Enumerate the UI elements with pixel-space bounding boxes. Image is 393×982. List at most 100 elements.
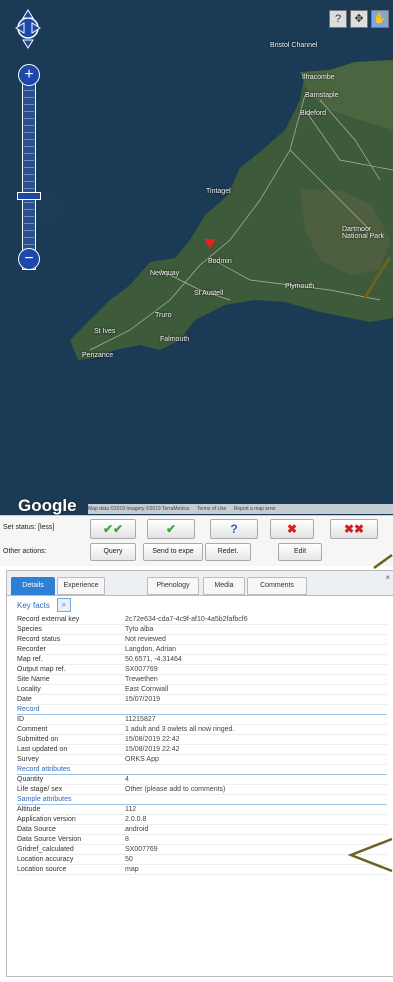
tab-details[interactable]: Details (11, 577, 55, 595)
fact-key: Application version (17, 814, 125, 825)
fact-key: Life stage/ sex (17, 784, 125, 795)
navigate-icon[interactable]: ✥ (350, 10, 368, 28)
place-label: Tintagel (206, 188, 231, 195)
fact-key: Species (17, 624, 125, 635)
section-heading-label: Record (17, 704, 387, 715)
zoom-tick (24, 202, 34, 203)
fact-key: Date (17, 694, 125, 705)
zoom-tick (24, 146, 34, 147)
zoom-tick (24, 160, 34, 161)
key-facts-search-icon[interactable]: ⌕ (57, 598, 71, 612)
fact-key: Altitude (17, 804, 125, 815)
fact-key: Record status (17, 634, 125, 645)
google-logo: Google (18, 496, 77, 515)
place-label: Plymouth (285, 283, 315, 290)
tab-media[interactable]: Media (203, 577, 245, 595)
zoom-tick (24, 174, 34, 175)
zoom-tick (24, 125, 34, 126)
fact-value: ORKS App (125, 754, 387, 765)
fact-value: Not reviewed (125, 634, 387, 645)
close-icon[interactable]: × (385, 573, 390, 582)
set-status-toggle[interactable]: [less] (38, 524, 55, 531)
zoom-tick (24, 216, 34, 217)
zoom-slider-handle[interactable] (17, 192, 41, 200)
place-label: Ilfracombe (302, 74, 335, 81)
place-label: Falmouth (160, 336, 190, 343)
place-label: Dartmoor National Park (342, 226, 385, 240)
map-toolbar: ? ✥ ✋ (329, 10, 389, 28)
terms-of-use-link[interactable]: Terms of Use (196, 506, 227, 512)
zoom-slider[interactable] (22, 68, 36, 270)
fact-key: Map ref. (17, 654, 125, 665)
tab-phenology[interactable]: Phenology (147, 577, 199, 595)
zoom-tick (24, 230, 34, 231)
tab-comments[interactable]: Comments (247, 577, 307, 595)
map-zoom-control: + − (14, 8, 42, 270)
zoom-tick (24, 132, 34, 133)
set-status-row: Set status: [less] ✔✔✔?✖✖✖ (0, 518, 393, 540)
tab-experience[interactable]: Experience (57, 577, 105, 595)
fact-value: East Cornwall (125, 684, 387, 695)
reject-button[interactable]: ✖ (270, 519, 314, 539)
zoom-tick (24, 104, 34, 105)
accept-all-button[interactable]: ✔✔ (90, 519, 136, 539)
send-to-expert-button[interactable]: Send to expe (143, 543, 203, 561)
query-button[interactable]: Query (90, 543, 136, 561)
plausible-button[interactable]: ? (210, 519, 258, 539)
fact-value: Tyto alba (125, 624, 387, 635)
place-label: Barnstaple (305, 92, 339, 99)
pan-control-icon[interactable] (14, 8, 42, 54)
fact-value: 15/08/2019 22:42 (125, 734, 387, 745)
fact-key: Gridref_calculated (17, 844, 125, 855)
fact-key: Output map ref. (17, 664, 125, 675)
fact-key: Record external key (17, 615, 125, 625)
attribution-data: Map data ©2019 Imagery ©2019 TerraMetric… (88, 506, 190, 512)
zoom-tick (24, 209, 34, 210)
fact-value: 1 adult and 3 owlets all now ringed. (125, 724, 387, 735)
zoom-tick (24, 118, 34, 119)
place-label: Newquay (150, 270, 180, 277)
fact-key: Data Source Version (17, 834, 125, 845)
fact-key: Location source (17, 864, 125, 875)
zoom-tick (24, 223, 34, 224)
fact-value: 15/08/2019 22:42 (125, 744, 387, 755)
zoom-tick (24, 167, 34, 168)
fact-row: Map ref.50.6571, -4.31464 (17, 654, 387, 665)
place-label: Bideford (300, 110, 327, 117)
report-map-error-link[interactable]: Report a map error (233, 506, 276, 512)
annotation-arrow-map (362, 256, 392, 300)
pan-tool-icon[interactable]: ✋ (371, 10, 389, 28)
zoom-tick (24, 153, 34, 154)
fact-value: 8 (125, 834, 387, 845)
zoom-tick (24, 188, 34, 189)
fact-key: Comment (17, 724, 125, 735)
fact-value: 2.0.0.8 (125, 814, 387, 825)
zoom-out-icon[interactable]: − (18, 248, 40, 270)
reject-all-button[interactable]: ✖✖ (330, 519, 378, 539)
annotation-arrow-controls (373, 553, 393, 570)
set-status-label: Set status: [less] (3, 524, 55, 531)
verification-controls: Set status: [less] ✔✔✔?✖✖✖ Other actions… (0, 515, 393, 566)
edit-button[interactable]: Edit (278, 543, 322, 561)
other-actions-label: Other actions: (3, 548, 47, 555)
fact-key: Site Name (17, 674, 125, 685)
accept-button[interactable]: ✔ (147, 519, 195, 539)
place-label: Bristol Channel (270, 42, 318, 49)
redet-button[interactable]: Redet. (205, 543, 251, 561)
zoom-tick (24, 111, 34, 112)
zoom-in-icon[interactable]: + (18, 64, 40, 86)
fact-key: Quantity (17, 774, 125, 785)
record-location-marker[interactable] (204, 239, 216, 249)
zoom-tick (24, 97, 34, 98)
query-icon[interactable]: ? (329, 10, 347, 28)
place-label: Truro (155, 312, 172, 319)
